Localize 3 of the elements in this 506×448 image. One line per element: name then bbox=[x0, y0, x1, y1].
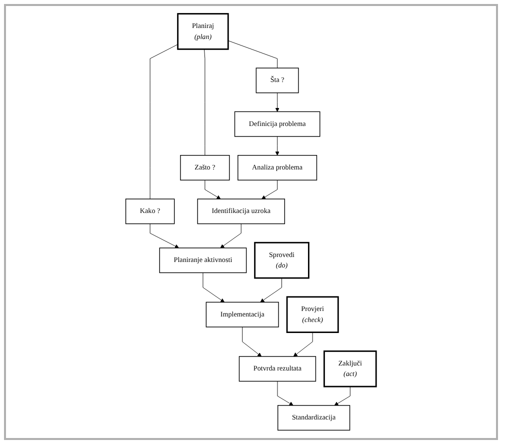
connector bbox=[204, 48, 206, 156]
connector bbox=[228, 40, 278, 68]
connector bbox=[150, 44, 178, 200]
